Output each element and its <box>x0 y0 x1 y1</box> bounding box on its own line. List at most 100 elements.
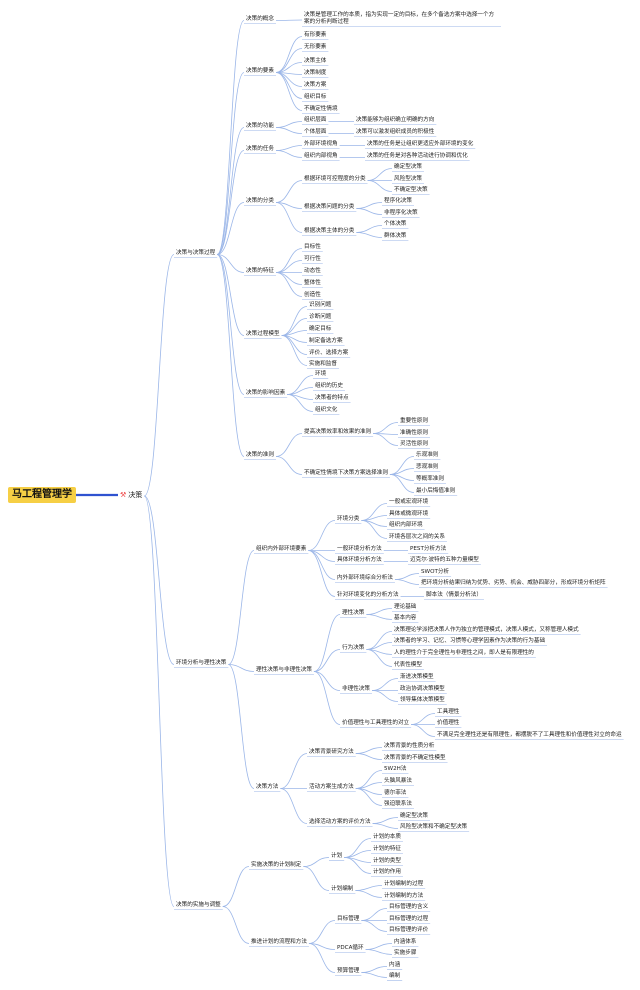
node-b1a2[interactable]: 具体或微观环境 <box>389 511 429 517</box>
node-b2d1[interactable]: 工具理性 <box>437 709 460 715</box>
node-a5[interactable]: 决策的分类 <box>246 198 274 204</box>
node-a7b[interactable]: 诊断问题 <box>309 314 332 320</box>
node-b3b4[interactable]: 强迫联系法 <box>384 801 412 807</box>
node-c1a[interactable]: 计划 <box>331 853 343 859</box>
node-b1d2[interactable]: 把环境分析结果归纳为优势、劣势、机会、威胁四部分，形成环境分析矩阵 <box>421 580 606 586</box>
node-a5a[interactable]: 根据环境可控程度的分类 <box>304 176 366 182</box>
node-a2e[interactable]: 决策方案 <box>304 82 327 88</box>
node-b2a2[interactable]: 基本内容 <box>394 615 417 621</box>
node-b2c1[interactable]: 渐进决策模型 <box>400 674 434 680</box>
node-b2b4[interactable]: 代表性模型 <box>394 662 422 668</box>
node-a5c[interactable]: 根据决策主体的分类 <box>304 228 355 234</box>
node-c2[interactable]: 推进计划的流程和方法 <box>251 939 307 945</box>
node-c1b[interactable]: 计划编制 <box>331 886 354 892</box>
node-c2b2[interactable]: 实施步骤 <box>394 950 417 956</box>
node-b1b1[interactable]: PEST分析方法 <box>410 546 447 552</box>
node-a6a[interactable]: 目标性 <box>304 244 321 250</box>
node-a6b[interactable]: 可行性 <box>304 256 321 262</box>
node-c1a3[interactable]: 计划的类型 <box>373 858 401 864</box>
node-c1[interactable]: 实施决策的计划制定 <box>251 862 302 868</box>
node-b[interactable]: 环境分析与理性决策 <box>176 660 227 666</box>
node-b2b[interactable]: 行为决策 <box>342 645 365 651</box>
node-a7f[interactable]: 实施和监督 <box>309 361 337 367</box>
main-topic[interactable]: ⚒决策 <box>120 490 142 500</box>
node-a2[interactable]: 决策的要素 <box>246 68 274 74</box>
node-a9b2[interactable]: 悲观准则 <box>416 464 439 470</box>
node-a8c[interactable]: 决策者的特点 <box>315 395 349 401</box>
node-a3a1[interactable]: 决策能够为组织确立明确的方向 <box>356 117 435 123</box>
node-a2d[interactable]: 决策制度 <box>304 70 327 76</box>
node-a5c1[interactable]: 个体决策 <box>384 221 407 227</box>
node-a5a1[interactable]: 确定型决策 <box>394 164 422 170</box>
node-a5b[interactable]: 根据决策问题的分类 <box>304 204 355 210</box>
node-a1[interactable]: 决策的概念 <box>246 16 274 22</box>
node-b2b3[interactable]: 人的理性介于完全理性与非理性之间，即人是有限理性的 <box>394 650 534 656</box>
node-b1b[interactable]: 一般环境分析方法 <box>337 546 382 552</box>
node-a6e[interactable]: 创造性 <box>304 292 321 298</box>
node-a7e[interactable]: 评价、选择方案 <box>309 350 349 356</box>
node-c2a2[interactable]: 目标管理的过程 <box>389 916 429 922</box>
node-a9b3[interactable]: 等概率准则 <box>416 476 444 482</box>
node-b2b2[interactable]: 决策者的学习、记忆、习惯等心理学因素作为决策的行为基础 <box>394 638 546 644</box>
node-b2a1[interactable]: 理论基础 <box>394 604 417 610</box>
node-c2a1[interactable]: 目标管理的含义 <box>389 904 429 910</box>
node-b3b2[interactable]: 头脑风暴法 <box>384 778 412 784</box>
node-b1d1[interactable]: SWOT分析 <box>421 569 450 575</box>
node-a4a1[interactable]: 决策的任务是让组织更适应外部环境的变化 <box>367 141 474 147</box>
node-c2c2[interactable]: 编制 <box>389 973 401 979</box>
node-b3c1[interactable]: 确定型决策 <box>400 813 428 819</box>
node-a4[interactable]: 决策的任务 <box>246 146 274 152</box>
node-a8a[interactable]: 环境 <box>315 371 327 377</box>
node-b3a2[interactable]: 决策背景的不确定性模型 <box>384 755 446 761</box>
node-a3a[interactable]: 组织层面 <box>304 117 327 123</box>
node-c2a3[interactable]: 目标管理的评价 <box>389 927 429 933</box>
node-a8b[interactable]: 组织的历史 <box>315 383 343 389</box>
node-b3b[interactable]: 活动方案生成方法 <box>309 784 354 790</box>
node-b1a4[interactable]: 环境各层次之间的关系 <box>389 534 445 540</box>
node-a6c[interactable]: 动态性 <box>304 268 321 274</box>
node-b3b3[interactable]: 德尔菲法 <box>384 790 407 796</box>
node-c1b1[interactable]: 计划编制的过程 <box>384 881 424 887</box>
node-a9a3[interactable]: 灵活性原则 <box>400 441 428 447</box>
node-c2c[interactable]: 预算管理 <box>337 968 360 974</box>
node-b2d[interactable]: 价值理性与工具理性的对立 <box>342 720 410 726</box>
node-a9a2[interactable]: 准确性原则 <box>400 430 428 436</box>
node-b1e1[interactable]: 脚本法（情景分析法） <box>426 592 482 598</box>
node-b1e[interactable]: 针对环境变化的分析方法 <box>337 592 399 598</box>
node-a9b[interactable]: 不确定性情境下决策方案选择准则 <box>304 470 388 476</box>
node-c2a[interactable]: 目标管理 <box>337 916 360 922</box>
node-c1a1[interactable]: 计划的本质 <box>373 834 401 840</box>
node-c2c1[interactable]: 内涵 <box>389 962 401 968</box>
node-b1a[interactable]: 环境分类 <box>337 516 360 522</box>
node-b2a[interactable]: 理性决策 <box>342 610 365 616</box>
node-b1a3[interactable]: 组织内部环境 <box>389 522 423 528</box>
node-b2b1[interactable]: 决策理论学派把决策人作为独立的管理模式，决策人模式，又称管理人模式 <box>394 627 579 633</box>
node-b1d[interactable]: 内外部环境综合分析法 <box>337 575 393 581</box>
node-b3b1[interactable]: 5W2H法 <box>384 766 407 772</box>
node-b1a1[interactable]: 一般或宏观环境 <box>389 499 429 505</box>
node-a9a1[interactable]: 重要性原则 <box>400 418 428 424</box>
node-a8d[interactable]: 组织文化 <box>315 407 338 413</box>
node-a5b1[interactable]: 程序化决策 <box>384 198 412 204</box>
node-a4b1[interactable]: 决策的任务是对各种活动进行协调和优化 <box>367 153 468 159</box>
node-c1a4[interactable]: 计划的作用 <box>373 869 401 875</box>
node-b2c2[interactable]: 政治协调决策模型 <box>400 686 445 692</box>
node-b1c1[interactable]: 迈克尔·波特的五种力量模型 <box>410 557 479 563</box>
node-a3b[interactable]: 个体层面 <box>304 129 327 135</box>
node-b2[interactable]: 理性决策与非理性决策 <box>256 667 312 673</box>
node-b3a1[interactable]: 决策背景的性质分析 <box>384 743 435 749</box>
node-a4a[interactable]: 外部环境视角 <box>304 141 338 147</box>
node-b3[interactable]: 决策方法 <box>256 784 279 790</box>
node-c2b1[interactable]: 内涵体系 <box>394 939 417 945</box>
node-c[interactable]: 决策的实施与调整 <box>176 902 221 908</box>
node-b2d2[interactable]: 价值理性 <box>437 720 460 726</box>
node-a2c[interactable]: 决策主体 <box>304 58 327 64</box>
node-a2g[interactable]: 不确定性情境 <box>304 106 338 112</box>
node-b2c[interactable]: 非理性决策 <box>342 686 370 692</box>
node-a9b4[interactable]: 最小后悔值准则 <box>416 488 456 494</box>
node-b2d3[interactable]: 不满足完全理性还是有限理性，都摆脱不了工具理性和价值理性对立的命运 <box>437 732 622 738</box>
node-b3a[interactable]: 决策背景研究方法 <box>309 749 354 755</box>
root-topic[interactable]: 马工程管理学 <box>8 487 76 503</box>
node-c1b2[interactable]: 计划编制的方法 <box>384 893 424 899</box>
node-a1a[interactable]: 决策是管理工作的本质，指为实现一定的目标，在多个备选方案中选择一个方案的分析判断… <box>304 12 495 25</box>
